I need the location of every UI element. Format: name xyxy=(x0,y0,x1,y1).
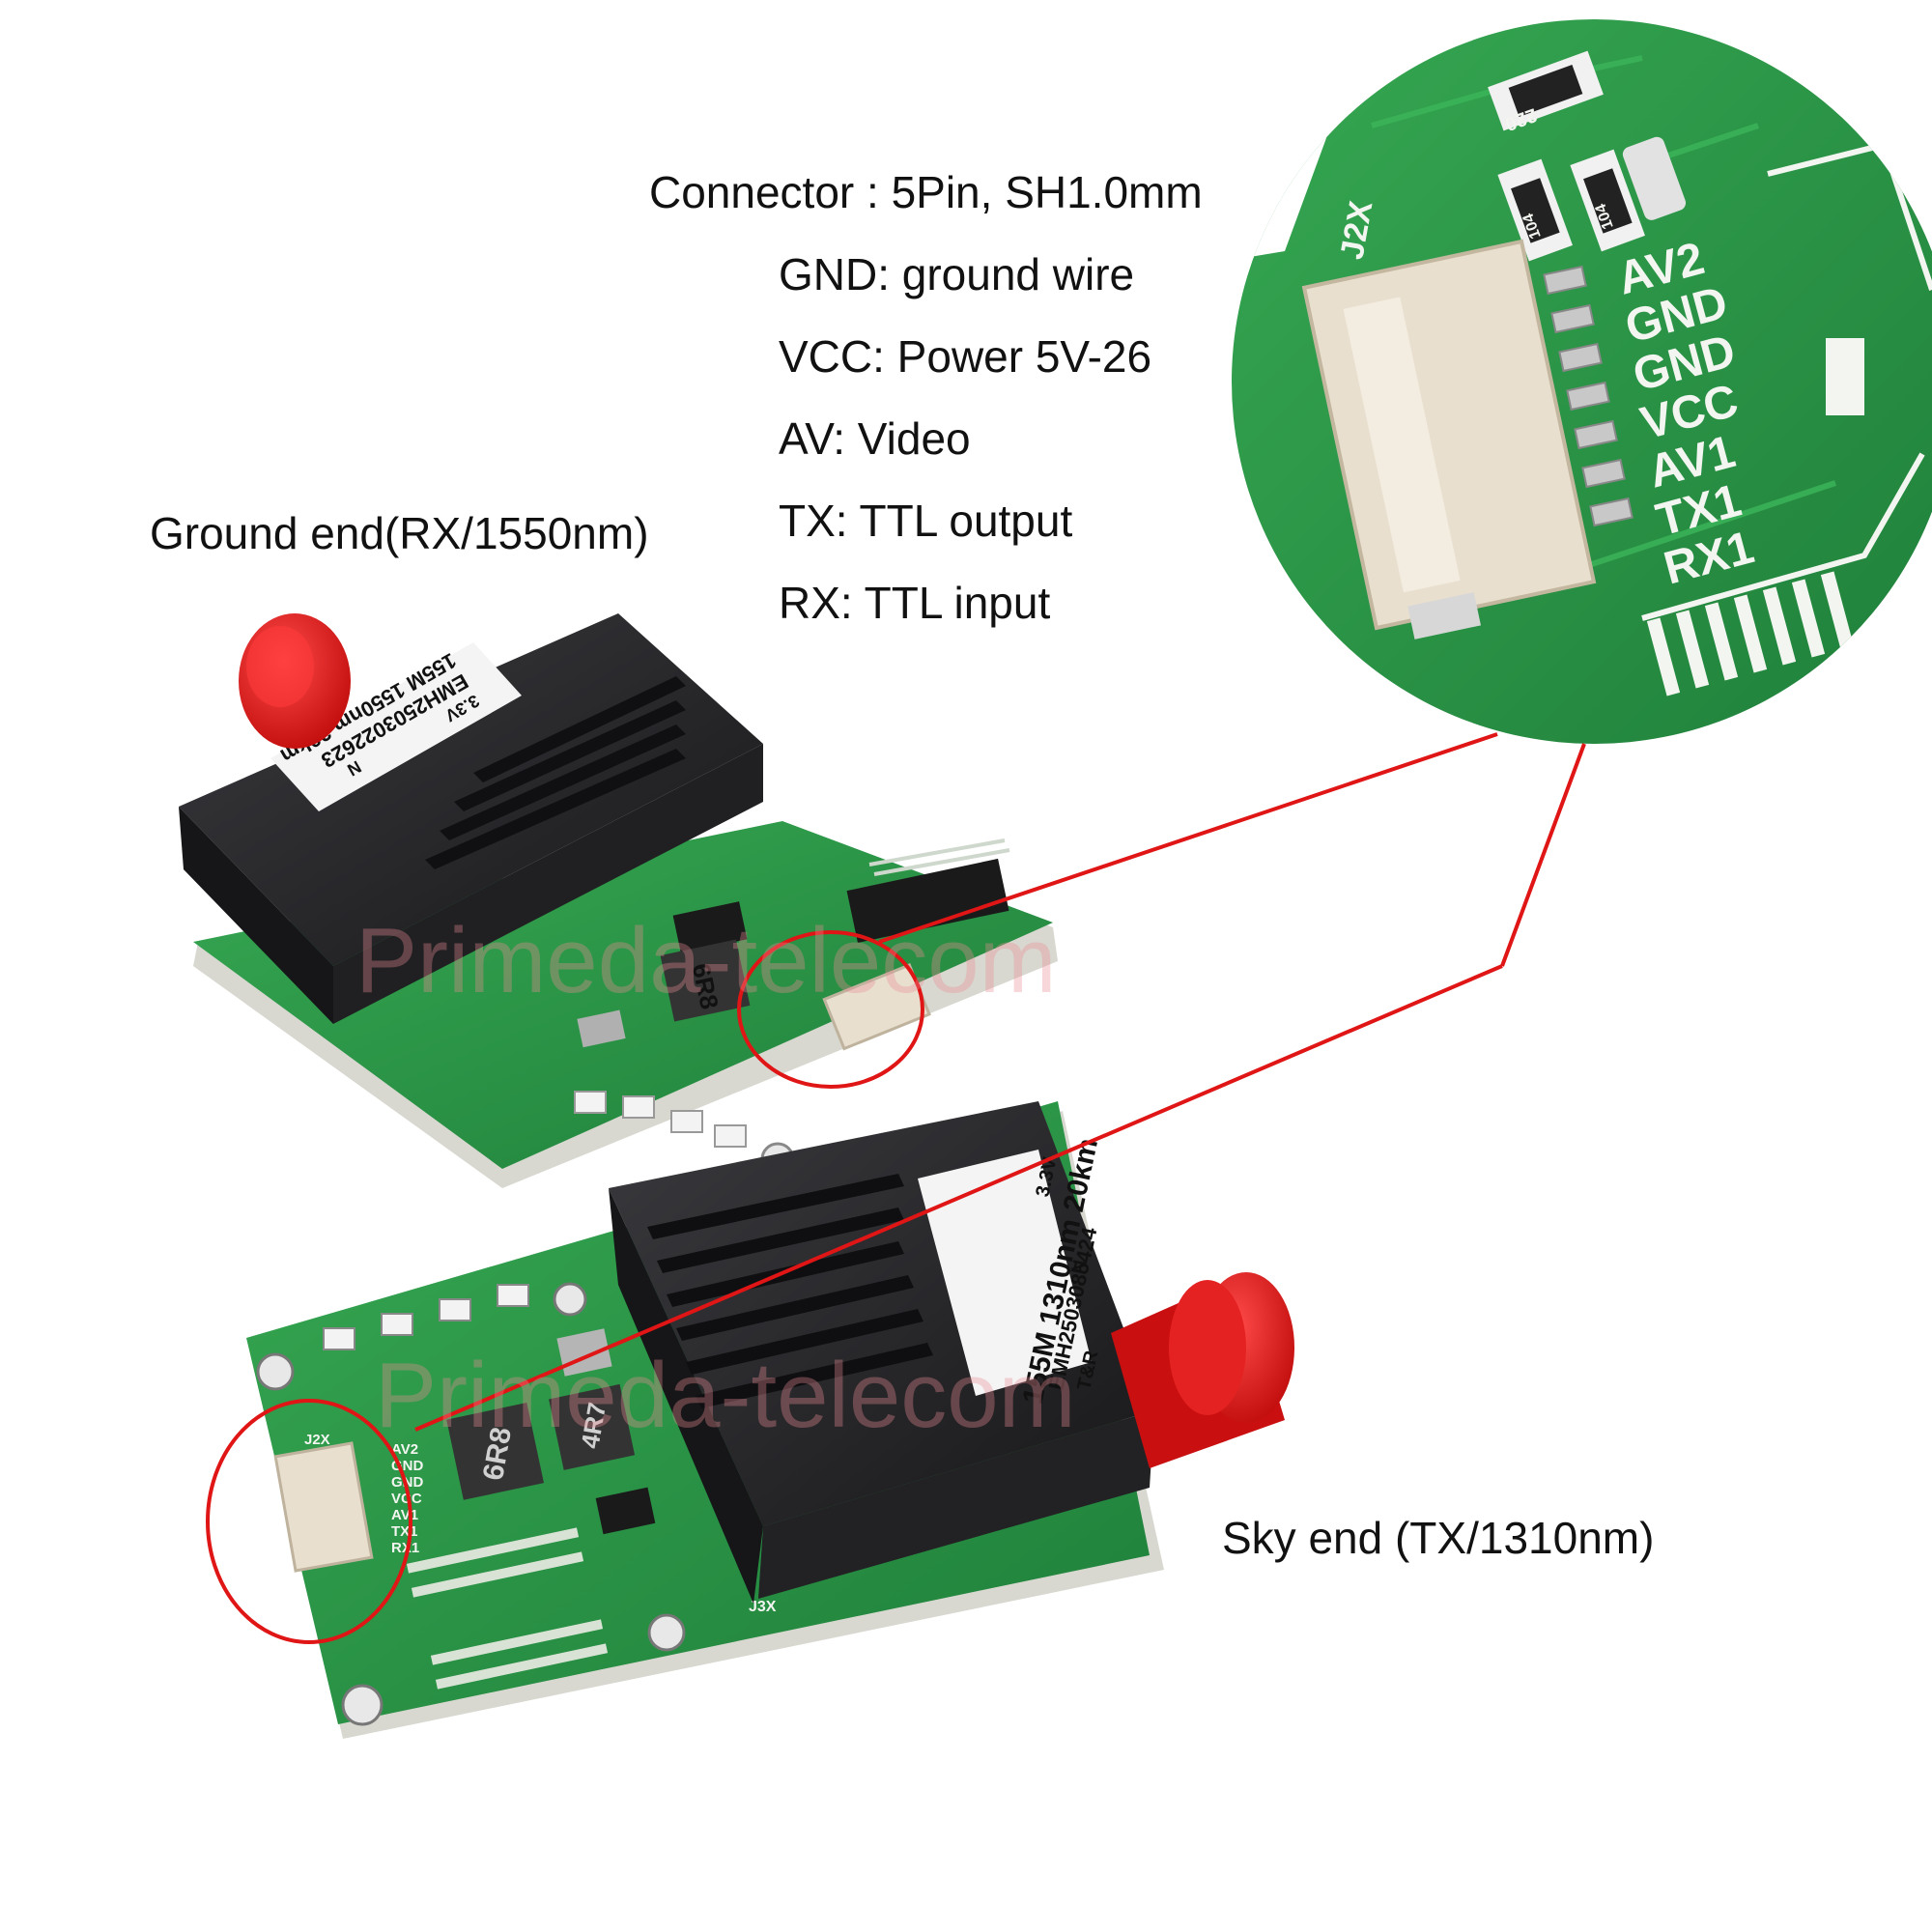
sky-connector-highlight xyxy=(206,1399,412,1644)
sky-pin-7: RX1 xyxy=(391,1540,419,1556)
sky-pin-1: AV2 xyxy=(391,1441,418,1458)
sky-bottom-ref: J3X xyxy=(749,1599,777,1615)
ground-sma-connector xyxy=(239,613,351,749)
spec-vcc: VCC: Power 5V-26 xyxy=(779,331,1152,382)
sky-pin-5: AV1 xyxy=(391,1507,418,1523)
sky-end-board: J2X AV2 GND GND VCC AV1 TX1 RX1 6R8 4R7 … xyxy=(246,1101,1294,1739)
ground-end-board: 6R8 155M 1550nm 20km EMH2503022623 N 3.3… xyxy=(179,613,1058,1188)
ground-end-label: Ground end(RX/1550nm) xyxy=(150,508,649,558)
watermark-upper: Primeda-telecom xyxy=(355,909,1057,1012)
spec-tx: TX: TTL output xyxy=(779,496,1073,546)
sky-pin-3: GND xyxy=(391,1474,424,1491)
callout-highlights xyxy=(206,732,1586,1644)
connector-zoom-view: 220 104 104 J2X AV2 xyxy=(1232,19,1932,744)
ground-connector-highlight xyxy=(737,930,924,1089)
sky-pin-4: VCC xyxy=(391,1491,422,1507)
sky-end-label: Sky end (TX/1310nm) xyxy=(1222,1513,1655,1563)
spec-rx: RX: TTL input xyxy=(779,578,1051,628)
spec-av: AV: Video xyxy=(779,413,971,464)
sky-sma-connector xyxy=(1111,1272,1294,1468)
spec-connector: Connector : 5Pin, SH1.0mm xyxy=(649,167,1203,217)
spec-gnd: GND: ground wire xyxy=(779,249,1135,299)
sky-module-line3: N xyxy=(1067,1258,1092,1276)
sky-pin-6: TX1 xyxy=(391,1523,418,1540)
watermark-lower: Primeda-telecom xyxy=(375,1344,1076,1447)
sky-connector-ref: J2X xyxy=(304,1432,330,1448)
